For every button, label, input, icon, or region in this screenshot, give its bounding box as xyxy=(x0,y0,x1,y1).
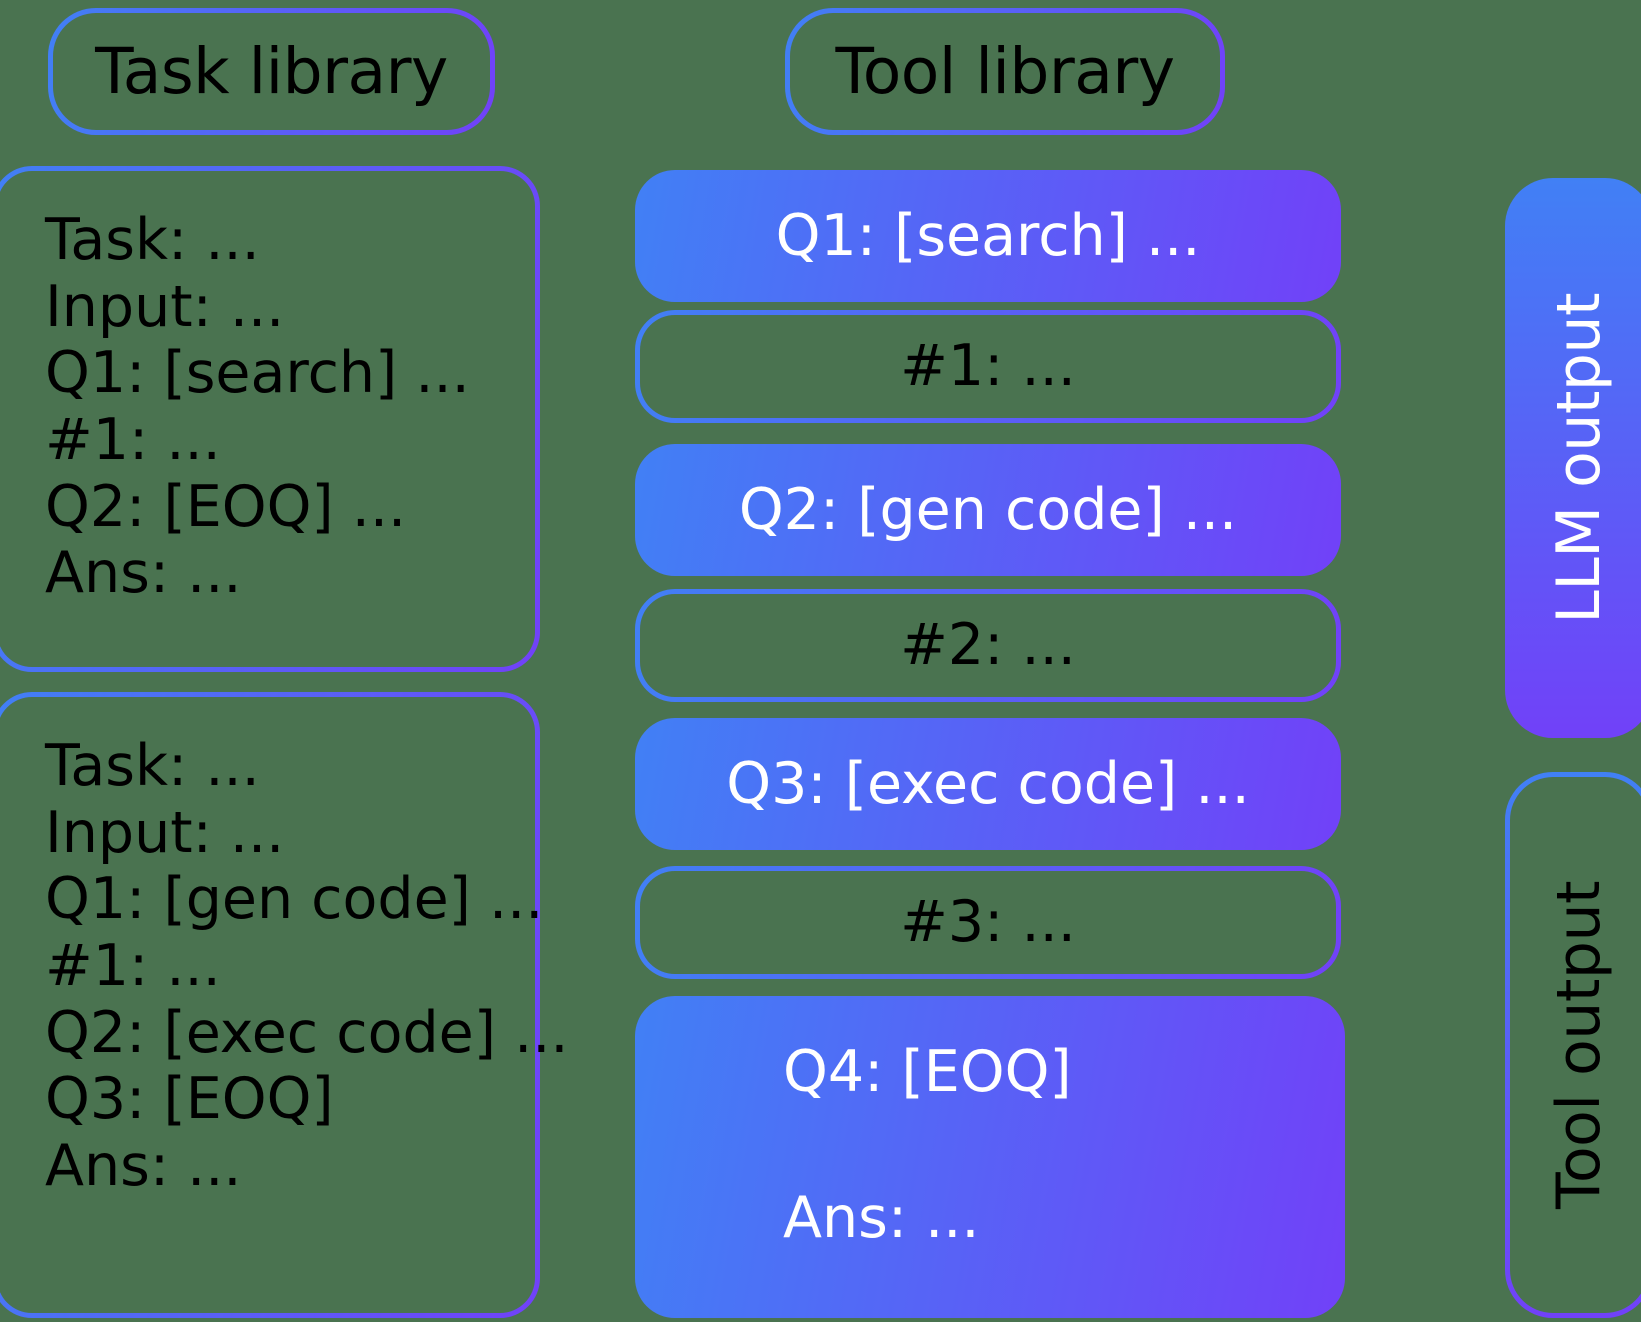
tool-bar-llm-q3: Q3: [exec code] ... xyxy=(635,718,1341,850)
tool-bar-label: #1: ... xyxy=(900,333,1076,400)
tool-bar-label: #2: ... xyxy=(900,612,1076,679)
task-card-line: Ans: ... xyxy=(45,1133,242,1200)
tool-bar-tool-result-3: #3: ... xyxy=(635,866,1341,979)
tool-bar-llm-q2: Q2: [gen code] ... xyxy=(635,444,1341,576)
tool-bar-llm-q1: Q1: [search] ... xyxy=(635,170,1341,302)
legend-llm-output: LLM output xyxy=(1505,178,1641,738)
task-card-line: Input: ... xyxy=(45,799,285,866)
tool-library-title: Tool library xyxy=(835,35,1175,108)
task-card-line: Task: ... xyxy=(45,733,260,799)
task-card-line: Task: ... xyxy=(45,207,260,273)
task-card-line: Q3: [EOQ] xyxy=(45,1066,334,1133)
legend-llm-output-label: LLM output xyxy=(1544,292,1614,624)
task-card: Task: ... Input: ... Q1: [gen code] ... … xyxy=(0,692,569,1318)
tool-bar-tool-result-1: #1: ... xyxy=(635,310,1341,423)
spacer xyxy=(783,1106,1345,1184)
task-card-line: Ans: ... xyxy=(45,540,242,607)
task-library-title: Task library xyxy=(95,35,448,108)
tool-bar-answer-label: Ans: ... xyxy=(783,1185,980,1252)
tool-bar-tool-result-2: #2: ... xyxy=(635,589,1341,702)
task-card-line: Q1: [gen code] ... xyxy=(45,866,544,933)
task-card: Task: ... Input: ... Q1: [search] ... #1… xyxy=(0,166,540,672)
tool-bar-llm-q4-answer: Q4: [EOQ] Ans: ... xyxy=(635,996,1345,1318)
task-card-line: Q1: [search] ... xyxy=(45,340,470,407)
tool-bar-label: Q2: [gen code] ... xyxy=(738,476,1238,543)
tool-library-header: Tool library xyxy=(785,8,1225,135)
tool-bar-label: #3: ... xyxy=(900,889,1076,956)
legend-tool-output-label: Tool output xyxy=(1544,880,1614,1209)
task-card-line: #1: ... xyxy=(45,933,221,1000)
task-card-line: Q2: [EOQ] ... xyxy=(45,473,407,540)
task-card-line: Q2: [exec code] ... xyxy=(45,999,569,1066)
task-card-line: Input: ... xyxy=(45,273,285,340)
task-library-header: Task library xyxy=(48,8,495,135)
tool-bar-label: Q3: [exec code] ... xyxy=(726,750,1250,817)
tool-bar-label: Q4: [EOQ] xyxy=(783,1039,1072,1105)
tool-bar-label: Q1: [search] ... xyxy=(775,202,1201,269)
legend-tool-output: Tool output xyxy=(1505,772,1641,1318)
task-card-line: #1: ... xyxy=(45,407,221,474)
